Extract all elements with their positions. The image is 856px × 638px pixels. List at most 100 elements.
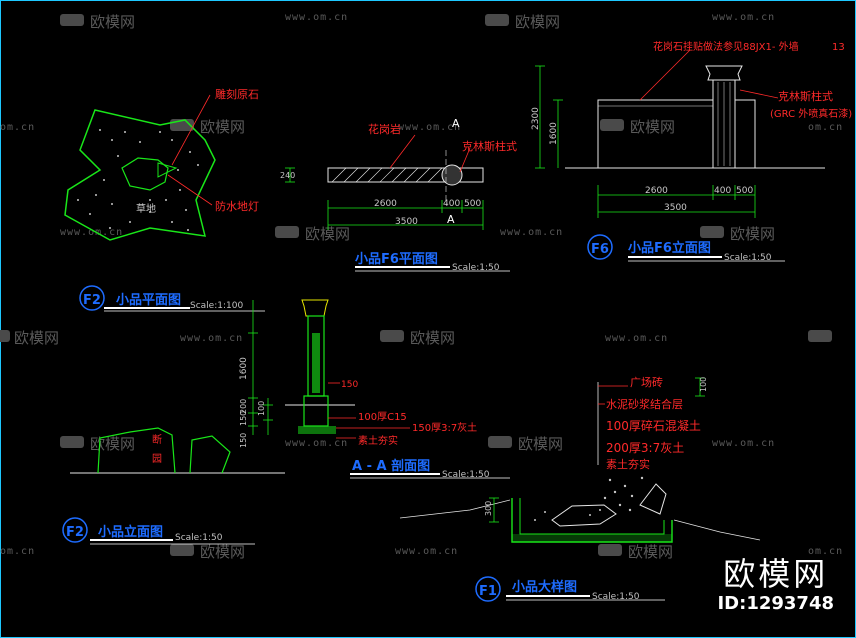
stone-elevation <box>97 427 176 474</box>
column-plan <box>441 164 463 186</box>
watermark-brand: 欧模网 <box>200 118 245 136</box>
view-tag: F1 <box>479 584 497 599</box>
dim-500: 500 <box>464 199 481 209</box>
label-lime: 200厚3:7灰土 <box>606 441 684 455</box>
lawn-dots <box>77 129 199 231</box>
watermark-brand: 欧模网 <box>518 435 563 453</box>
label-brick: 广场砖 <box>630 375 663 389</box>
brand-id: ID:1293748 <box>717 593 834 614</box>
gravel-dots <box>534 476 644 521</box>
label-lamp: 防水地灯 <box>215 199 259 213</box>
dim-400: 400 <box>443 199 460 209</box>
watermark-url: www.om.cn <box>180 333 243 344</box>
note-number: 13 <box>832 42 845 53</box>
stone-outline <box>121 157 169 191</box>
stone-elevation-2 <box>189 435 231 474</box>
dim-240: 240 <box>280 171 295 180</box>
watermark-brand: 欧模网 <box>90 435 135 453</box>
brand-mark: 欧模网 ID:1293748 <box>717 556 834 616</box>
dim-150: 150 <box>239 411 248 426</box>
view-scale: Scale:1:100 <box>190 301 243 311</box>
view-scale: Scale:1:50 <box>592 592 640 602</box>
f2-plan-view: 草地 雕刻原石 防水地灯 F2 小品平面图 Scale:1:100 <box>64 87 265 312</box>
watermark-url: www.om.cn <box>398 122 461 133</box>
f6-plan-view: A A 花岗岩 克林斯柱式 2600 400 500 3500 240 <box>280 117 517 273</box>
boulder-2 <box>639 483 667 515</box>
dim-2600: 2600 <box>645 186 668 196</box>
watermark-brand: 欧模网 <box>628 543 673 561</box>
view-title: 小品大样图 <box>512 579 577 595</box>
column-capital <box>705 65 743 81</box>
f1-detail-view: 100 300 广场砖 水泥砂浆结合层 100厚碎石混凝土 200厚3:7灰土 … <box>399 375 761 602</box>
watermark-url: www.om.cn <box>285 438 348 449</box>
dim-500: 500 <box>736 186 753 196</box>
dim-1600: 1600 <box>549 122 559 145</box>
planter-shell <box>511 498 673 543</box>
view-tag-circle <box>79 285 105 311</box>
watermark-brand: 欧模网 <box>200 543 245 561</box>
watermark-url: www.om.cn <box>712 438 775 449</box>
dim-r150: 150 <box>341 380 358 390</box>
label-column-note: (GRC 外喷真石漆) <box>770 107 852 120</box>
view-title: A - A 剖面图 <box>352 458 430 474</box>
label-mortar: 水泥砂浆结合层 <box>606 397 683 411</box>
watermark-brand: 欧模网 <box>410 329 455 347</box>
dim-3500: 3500 <box>664 203 687 213</box>
label-stone: 雕刻原石 <box>215 87 259 101</box>
view-scale: Scale:1:50 <box>442 470 490 480</box>
view-scale: Scale:1:50 <box>452 263 500 273</box>
watermark-url: www.om.cn <box>395 546 458 557</box>
view-title: 小品F6平面图 <box>355 252 438 267</box>
view-tag: F2 <box>83 293 101 308</box>
watermark-url: om.cn <box>0 122 35 133</box>
lamp-marker <box>157 162 178 178</box>
view-tag-circle <box>62 517 88 543</box>
watermark-brand: 欧模网 <box>630 118 675 136</box>
view-title: 小品平面图 <box>116 293 181 308</box>
aa-section-view: 1600 200 150 150 100 150 100厚C15 150厚3:7… <box>239 299 510 480</box>
watermark-brand: 欧模网 <box>14 329 59 347</box>
footing <box>303 395 329 427</box>
watermark-brand: 欧模网 <box>90 13 135 31</box>
watermark-url: www.om.cn <box>500 227 563 238</box>
watermark-url: om.cn <box>808 122 843 133</box>
view-tag: F2 <box>66 525 84 540</box>
view-tag-circle <box>587 234 613 260</box>
boulder <box>551 504 617 527</box>
dim-100: 100 <box>257 401 266 416</box>
lawn-outline <box>64 109 216 241</box>
dim-3500: 3500 <box>395 217 418 227</box>
f2-elevation-view: 断 园 F2 小品立面图 Scale:1:50 <box>62 427 285 545</box>
wall-plan <box>327 167 484 183</box>
column-capital <box>301 299 329 317</box>
watermark-url: www.om.cn <box>285 12 348 23</box>
label-soil: 素土夯实 <box>358 434 398 447</box>
dim-2300: 2300 <box>531 107 541 130</box>
view-scale: Scale:1:50 <box>175 533 223 543</box>
dim-200: 200 <box>239 399 248 414</box>
dim-300: 300 <box>484 501 493 516</box>
section-mark: A <box>452 117 460 130</box>
view-tag-circle <box>475 576 501 602</box>
watermark-url: om.cn <box>0 546 35 557</box>
view-title: 小品F6立面图 <box>628 240 711 256</box>
label-column-title: 克林斯柱式 <box>778 89 833 103</box>
stone-label-1: 断 <box>152 433 162 446</box>
watermark-brand: 欧模网 <box>730 225 775 243</box>
watermark-brand: 欧模网 <box>305 225 350 243</box>
dim-2600: 2600 <box>374 199 397 209</box>
watermark-url: om.cn <box>808 546 843 557</box>
label-grass: 草地 <box>136 202 156 215</box>
stone-label-2: 园 <box>152 453 162 465</box>
label-granite: 花岗岩 <box>368 122 401 136</box>
dim-100: 100 <box>699 377 708 392</box>
f6-elevation-view: 花岗石挂贴做法参见88JX1- 外墙 13 克林斯柱式 (GRC 外喷真石漆) … <box>531 40 852 263</box>
dim-150b: 150 <box>239 433 248 448</box>
dim-400: 400 <box>714 186 731 196</box>
label-gravel: 100厚碎石混凝土 <box>606 418 701 433</box>
label-c15: 100厚C15 <box>358 411 407 423</box>
label-soil: 素土夯实 <box>606 457 650 471</box>
watermark-url: www.om.cn <box>60 227 123 238</box>
